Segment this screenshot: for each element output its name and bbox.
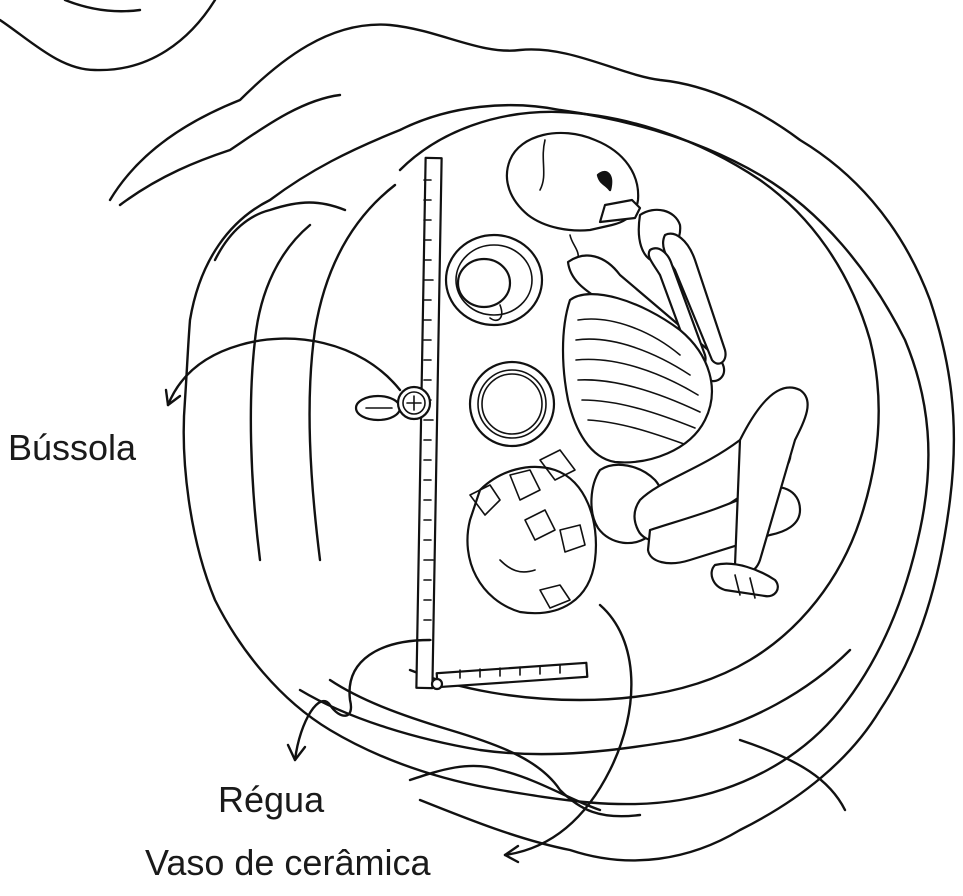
vessel-leader	[505, 605, 631, 855]
compass-leader	[168, 339, 400, 405]
bowl	[470, 362, 554, 446]
compass	[356, 387, 430, 420]
ceramic-vessel-label: Vaso de cerâmica	[145, 845, 430, 881]
ceramic-vessel	[467, 450, 595, 613]
ruler-leader	[295, 640, 430, 760]
compass-label: Bússola	[8, 430, 136, 466]
stone-outline-top	[0, 0, 215, 70]
ruler-label: Régua	[218, 782, 324, 818]
cup-and-saucer	[446, 235, 542, 325]
